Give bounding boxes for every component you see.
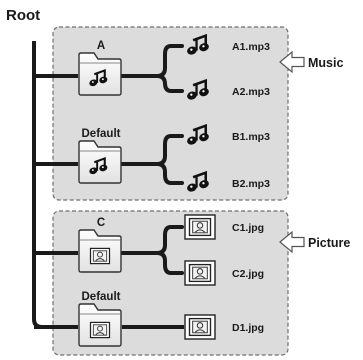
folder-label: Default <box>82 291 121 303</box>
folder-icon <box>78 229 122 273</box>
group-pointer-arrow-icon <box>279 50 305 74</box>
file-brace-line <box>120 225 184 275</box>
picture-icon <box>184 314 216 340</box>
group-pointer-arrow-icon <box>279 230 305 254</box>
folder-icon <box>78 303 122 347</box>
group-label: Picture <box>308 236 350 250</box>
file-name: A1.mp3 <box>232 41 270 53</box>
file-name: A2.mp3 <box>232 86 270 98</box>
file-brace-line <box>120 134 184 185</box>
picture-icon <box>184 214 216 240</box>
file-name: D1.jpg <box>232 322 264 334</box>
file-name: C2.jpg <box>232 268 264 280</box>
file-name: C1.jpg <box>232 222 264 234</box>
file-brace-line <box>120 44 184 93</box>
folder-label: A <box>97 40 105 52</box>
group-label: Music <box>308 56 343 70</box>
picture-icon <box>184 260 216 286</box>
picture-icon <box>89 321 111 339</box>
folder-icon <box>78 140 122 184</box>
picture-icon <box>89 247 111 265</box>
file-name: B1.mp3 <box>232 131 270 143</box>
folder-label: Default <box>82 128 121 140</box>
file-name: B2.mp3 <box>232 178 270 190</box>
folder-label: C <box>97 217 105 229</box>
root-trunk-line <box>32 41 43 329</box>
root-label: Root <box>6 7 40 24</box>
folder-icon <box>78 52 122 96</box>
